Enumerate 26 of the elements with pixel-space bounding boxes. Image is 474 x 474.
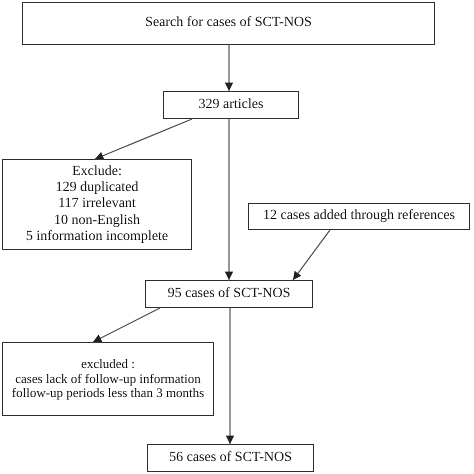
box-text: follow-up periods less than 3 months (12, 386, 204, 402)
box-text: excluded : (81, 356, 135, 372)
box-text: 117 irrelevant (58, 196, 136, 213)
process-box (147, 444, 314, 472)
box-text: Search for cases of SCT-NOS (145, 15, 312, 32)
box-text: cases lack of follow-up information (15, 372, 201, 386)
process-box (145, 280, 313, 308)
arrow (94, 118, 192, 160)
box-text: 5 information incomplete (26, 228, 168, 245)
arrow (226, 308, 234, 444)
box-text: 329 articles (198, 96, 264, 114)
arrow (292, 230, 330, 280)
box-text: 95 cases of SCT-NOS (168, 286, 290, 302)
arrow (224, 45, 234, 91)
process-box (248, 203, 470, 230)
box-text: 56 cases of SCT-NOS (169, 450, 292, 466)
process-box (22, 2, 435, 45)
box-text: 10 non-English (54, 212, 140, 229)
arrow (224, 119, 234, 280)
arrow (92, 307, 160, 343)
box-text: Exclude: (72, 164, 122, 180)
process-box (2, 342, 214, 416)
process-box (163, 91, 299, 119)
process-box (2, 159, 192, 250)
box-text: 129 duplicated (56, 180, 138, 196)
box-text: 12 cases added through references (262, 208, 456, 225)
